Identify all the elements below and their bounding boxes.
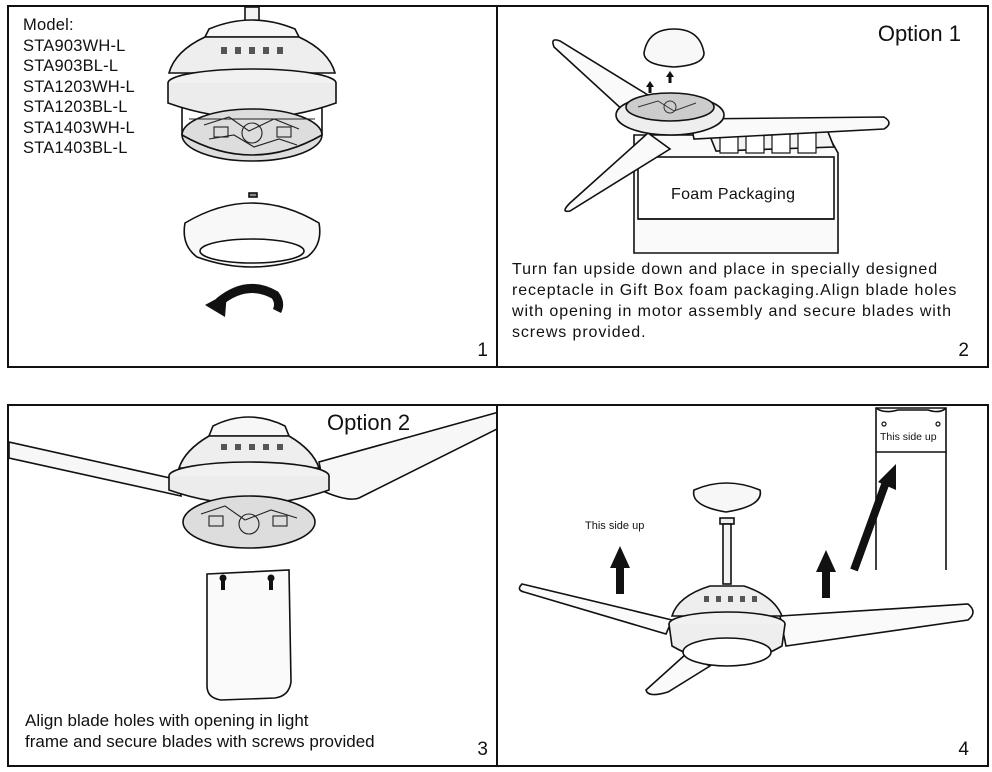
model-list: Model: STA903WH-L STA903BL-L STA1203WH-L… xyxy=(23,15,135,159)
this-side-up-label: This side up xyxy=(585,520,645,532)
model-item: STA1203BL-L xyxy=(23,98,128,116)
blade-attach-illustration xyxy=(9,412,496,701)
model-item: STA903BL-L xyxy=(23,57,119,75)
step-1-panel: Model: STA903WH-L STA903BL-L STA1203WH-L… xyxy=(7,5,498,368)
fan-motor-illustration xyxy=(167,7,337,317)
instruction-line: frame and secure blades with screws prov… xyxy=(25,732,375,751)
model-item: STA1403WH-L xyxy=(23,118,135,137)
option-label: Option 2 xyxy=(327,410,411,435)
step-number: 1 xyxy=(477,340,488,361)
model-item: STA903WH-L xyxy=(23,36,126,55)
step-number: 4 xyxy=(958,739,969,760)
step-number: 2 xyxy=(958,340,969,361)
step-4-panel: This side up This side up 4 xyxy=(496,404,989,767)
model-heading: Model: xyxy=(23,16,74,34)
model-item: STA1203WH-L xyxy=(23,77,135,96)
option-label: Option 1 xyxy=(877,21,961,46)
step-3-instruction: Align blade holes with opening in light … xyxy=(25,710,455,752)
blade-tip-label: This side up xyxy=(880,431,937,443)
step-2-panel: Option 1 Foam Packa xyxy=(496,5,989,368)
installed-fan-illustration xyxy=(518,407,974,696)
fan-in-foam-illustration xyxy=(552,28,890,254)
step-3-panel: Option 2 xyxy=(7,404,498,767)
instruction-line: Align blade holes with opening in light xyxy=(25,711,309,730)
model-item: STA1403BL-L xyxy=(23,139,128,157)
step-2-instruction: Turn fan upside down and place in specia… xyxy=(512,261,958,341)
step-number: 3 xyxy=(477,739,488,760)
foam-packaging-label: Foam Packaging xyxy=(671,186,796,203)
